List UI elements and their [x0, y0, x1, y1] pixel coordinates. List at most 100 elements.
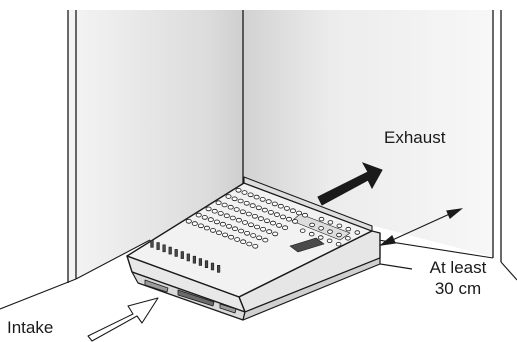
channel-fader: [181, 252, 184, 259]
channel-fader: [193, 256, 196, 263]
channel-knob: [250, 204, 255, 208]
channel-knob: [273, 232, 278, 236]
channel-knob: [248, 193, 253, 197]
channel-knob: [280, 215, 285, 219]
channel-knob: [226, 225, 231, 229]
channel-knob: [223, 233, 228, 237]
channel-fader: [217, 265, 220, 272]
master-knob: [337, 224, 342, 228]
channel-knob: [272, 202, 277, 206]
channel-fader: [169, 247, 172, 254]
channel-knob: [277, 224, 282, 228]
channel-knob: [228, 205, 233, 209]
channel-knob: [196, 213, 201, 217]
channel-fader: [163, 245, 166, 252]
channel-knob: [218, 212, 223, 216]
channel-knob: [206, 207, 211, 211]
channel-knob: [236, 218, 241, 222]
master-knob: [327, 239, 332, 243]
channel-fader: [211, 263, 214, 270]
channel-knob: [242, 191, 247, 195]
channel-knob: [261, 227, 266, 231]
channel-knob: [254, 195, 259, 199]
channel-knob: [296, 211, 301, 215]
master-knob: [310, 223, 315, 227]
channel-knob: [235, 238, 240, 242]
channel-knob: [246, 212, 251, 216]
channel-knob: [264, 219, 269, 223]
channel-knob: [229, 235, 234, 239]
channel-knob: [293, 220, 298, 224]
master-knob: [318, 236, 323, 240]
channel-knob: [253, 244, 258, 248]
channel-knob: [270, 221, 275, 225]
channel-knob: [226, 195, 231, 199]
channel-fader: [175, 249, 178, 256]
channel-knob: [267, 230, 272, 234]
channel-knob: [252, 214, 257, 218]
channel-knob: [262, 208, 267, 212]
channel-fader: [205, 261, 208, 268]
channel-knob: [274, 213, 279, 217]
channel-knob: [220, 222, 225, 226]
clearance-label: At least 30 cm: [418, 257, 498, 299]
channel-knob: [286, 217, 291, 221]
channel-knob: [256, 206, 261, 210]
channel-knob: [258, 217, 263, 221]
channel-knob: [260, 198, 265, 202]
channel-knob: [255, 225, 260, 229]
channel-knob: [224, 214, 229, 218]
floor-left: [0, 279, 76, 309]
channel-knob: [268, 211, 273, 215]
channel-knob: [251, 234, 256, 238]
channel-fader: [187, 254, 190, 261]
channel-fader: [151, 240, 154, 247]
channel-knob: [257, 236, 262, 240]
channel-knob: [284, 207, 289, 211]
channel-knob: [248, 223, 253, 227]
intake-arrow-icon: [88, 298, 158, 341]
channel-knob: [290, 209, 295, 213]
channel-fader: [157, 243, 160, 250]
channel-knob: [202, 216, 207, 220]
channel-knob: [192, 222, 197, 226]
channel-knob: [302, 213, 307, 217]
master-knob: [319, 227, 324, 231]
master-knob: [300, 229, 305, 233]
channel-knob: [232, 227, 237, 231]
channel-knob: [245, 231, 250, 235]
master-knob: [319, 217, 324, 221]
master-knob: [309, 232, 314, 236]
channel-knob: [216, 231, 221, 235]
channel-knob: [238, 199, 243, 203]
channel-knob: [198, 224, 203, 228]
channel-knob: [247, 242, 252, 246]
channel-knob: [210, 229, 215, 233]
channel-knob: [204, 226, 209, 230]
channel-knob: [234, 208, 239, 212]
channel-knob: [263, 238, 268, 242]
master-knob: [328, 221, 333, 225]
floor-right: [501, 262, 517, 280]
channel-knob: [186, 219, 191, 223]
channel-knob: [208, 218, 213, 222]
master-knob: [346, 227, 351, 231]
channel-knob: [216, 201, 221, 205]
master-knob: [336, 242, 341, 246]
master-knob: [337, 233, 342, 237]
channel-knob: [236, 188, 241, 192]
channel-knob: [240, 210, 245, 214]
master-knob: [346, 237, 351, 241]
channel-knob: [242, 221, 247, 225]
channel-knob: [230, 216, 235, 220]
channel-knob: [278, 204, 283, 208]
channel-knob: [214, 220, 219, 224]
channel-knob: [222, 203, 227, 207]
clearance-label-line1: At least: [418, 257, 498, 278]
exhaust-label: Exhaust: [384, 127, 445, 148]
channel-knob: [232, 197, 237, 201]
channel-knob: [244, 201, 249, 205]
channel-knob: [266, 200, 271, 204]
master-knob: [328, 230, 333, 234]
channel-knob: [241, 240, 246, 244]
